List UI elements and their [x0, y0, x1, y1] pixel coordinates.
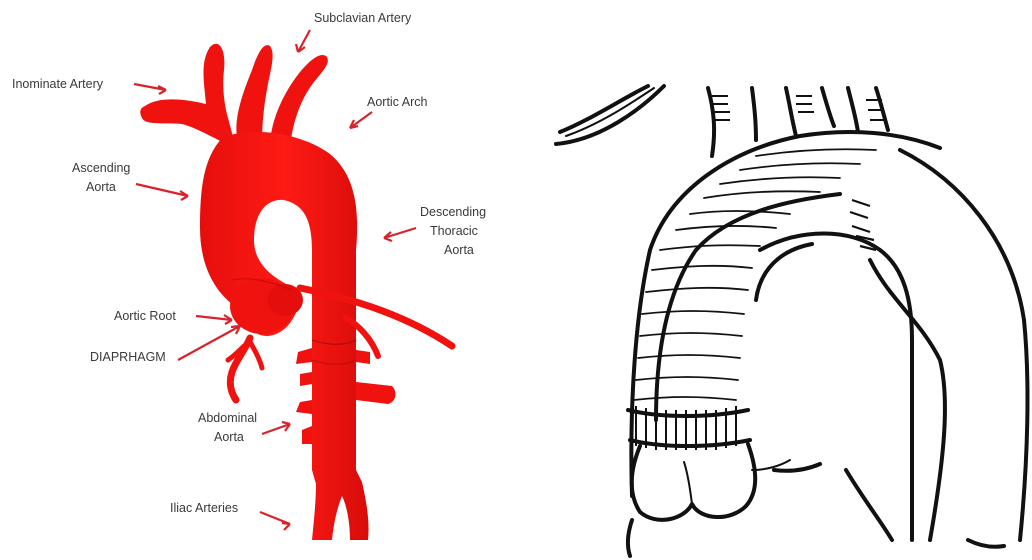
inominate-branch: [140, 44, 236, 148]
aorta-body: [200, 132, 369, 540]
graft-sketch-illustration: [556, 86, 1027, 556]
label-aortic-arch: Aortic Arch: [367, 95, 427, 109]
arrow-iliac: [260, 512, 290, 524]
graft-outline: [631, 132, 940, 496]
label-descending-3: Aorta: [444, 243, 474, 257]
carotid-branch: [236, 45, 272, 142]
label-iliac: Iliac Arteries: [170, 501, 238, 515]
label-descending-2: Thoracic: [430, 224, 478, 238]
label-aortic-root: Aortic Root: [114, 309, 176, 323]
label-diaphragm: DIAPRHAGM: [90, 350, 166, 364]
renal-branch-right: [356, 382, 395, 404]
label-descending-1: Descending: [420, 205, 486, 219]
label-abdominal-1: Abdominal: [198, 411, 257, 425]
label-abdominal-2: Aorta: [214, 430, 244, 444]
label-ascending-1: Ascending: [72, 161, 130, 175]
label-ascending-2: Aorta: [86, 180, 116, 194]
red-aorta-illustration: [140, 44, 452, 540]
arrow-ascending: [136, 184, 188, 196]
label-inominate: Inominate Artery: [12, 77, 104, 91]
label-subclavian: Subclavian Artery: [314, 11, 412, 25]
